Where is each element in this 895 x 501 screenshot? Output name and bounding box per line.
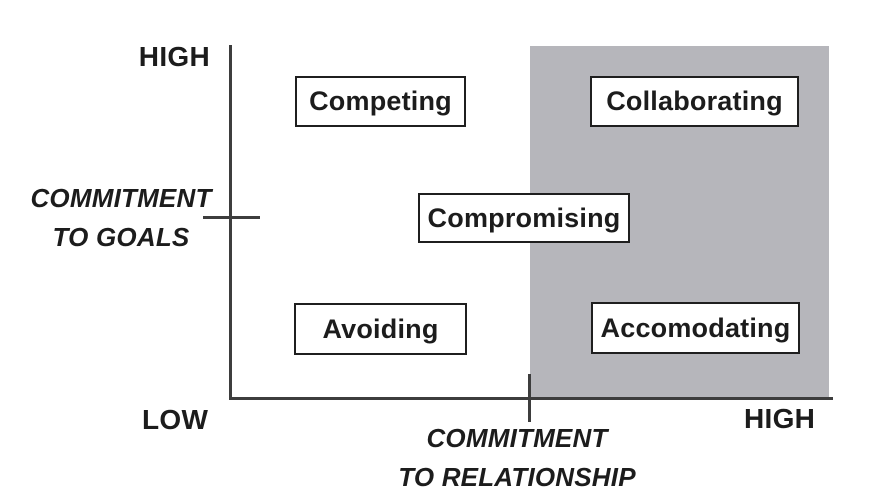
y-axis-title-line1: COMMITMENT	[30, 183, 212, 213]
style-box-competing: Competing	[295, 76, 466, 127]
x-axis-line	[229, 397, 833, 400]
y-axis-high-label: HIGH	[138, 41, 210, 72]
style-box-avoiding: Avoiding	[294, 303, 467, 355]
style-box-compromising: Compromising	[418, 193, 630, 243]
style-box-collaborating: Collaborating	[590, 76, 799, 127]
compromising-label: Compromising	[427, 202, 621, 233]
x-axis-title-line2: TO RELATIONSHIP	[398, 462, 636, 492]
competing-label: Competing	[309, 86, 452, 116]
x-axis-title: COMMITMENT TO RELATIONSHIP	[387, 419, 647, 497]
style-box-accomodating: Accomodating	[591, 302, 800, 354]
y-axis-midpoint-tick	[203, 216, 260, 219]
accomodating-label: Accomodating	[600, 312, 791, 343]
y-axis-line	[229, 45, 232, 398]
y-axis-title: COMMITMENT TO GOALS	[12, 179, 230, 257]
x-axis-midpoint-tick	[528, 374, 531, 422]
x-axis-title-line1: COMMITMENT	[426, 423, 608, 453]
y-axis-title-line2: TO GOALS	[52, 222, 190, 252]
y-axis-low-label: LOW	[142, 404, 209, 435]
collaborating-label: Collaborating	[606, 86, 783, 116]
x-axis-high-label: HIGH	[744, 403, 816, 434]
avoiding-label: Avoiding	[322, 313, 439, 344]
